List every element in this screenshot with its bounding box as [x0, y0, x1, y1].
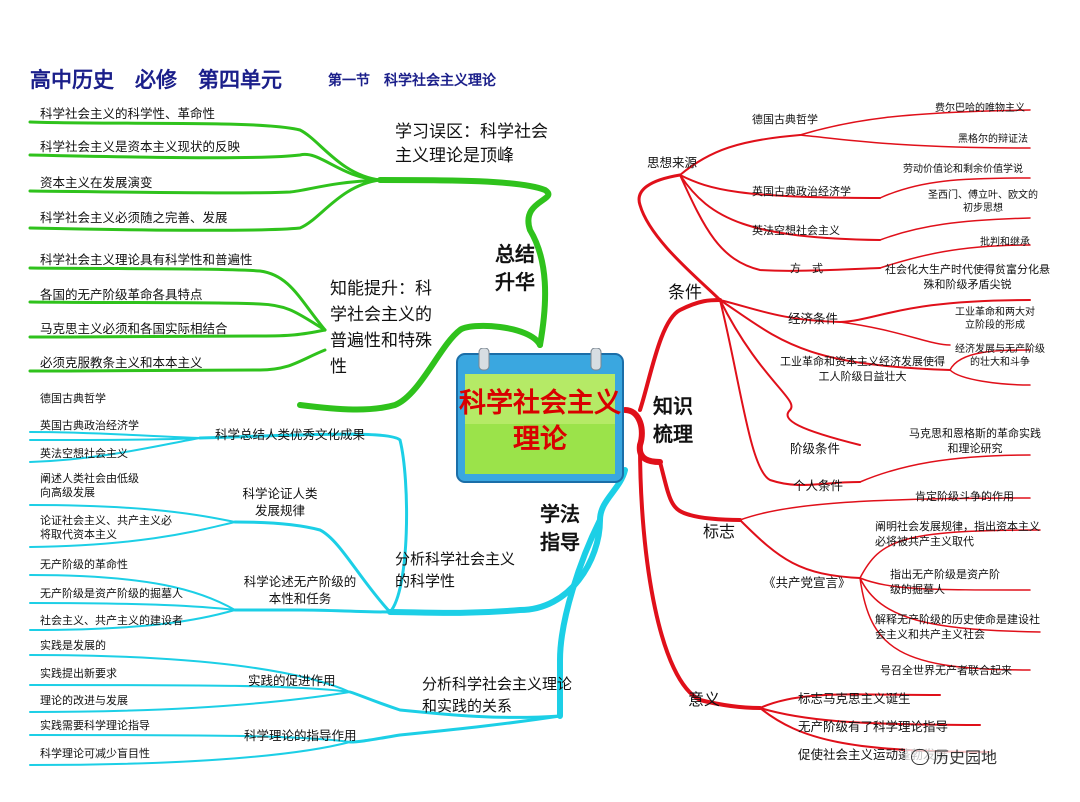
method-item: 实践是发展的	[40, 639, 106, 652]
method-b1-title: 实践的促进作用	[248, 673, 336, 688]
knowledge-leaf: 解释无产阶级的历史使命是建设社会主义和共产主义社会	[875, 613, 1040, 641]
method-a-title: 分析科学社会主义的科学性	[395, 550, 516, 590]
knowledge-leaf: 圣西门、傅立叶、欧文的初步思想	[928, 190, 1038, 214]
method-item: 论证社会主义、共产主义必将取代资本主义	[40, 514, 172, 541]
knowledge-mark: 标志	[703, 522, 736, 541]
method-a2-title: 科学论证人类发展规律	[242, 486, 318, 518]
summary-item: 科学社会主义的科学性、革命性	[40, 106, 216, 121]
method-item: 阐述人类社会由低级向高级发展	[40, 472, 139, 499]
calendar-icon	[456, 347, 624, 483]
method-b2-title: 科学理论的指导作用	[244, 728, 357, 743]
branch-knowledge: 知识梳理	[653, 394, 693, 446]
knowledge-leaf: 阐明社会发展规律，指出资本主义必将被共产主义取代	[875, 520, 1040, 548]
knowledge-leaf: 号召全世界无产者联合起来	[880, 664, 1012, 677]
wechat-icon	[911, 749, 929, 765]
knowledge-node: 英法空想社会主义	[752, 224, 840, 237]
summary-item: 科学社会主义必须随之完善、发展	[40, 210, 228, 225]
method-item: 英法空想社会主义	[40, 447, 128, 460]
method-item: 理论的改进与发展	[40, 694, 128, 707]
knowledge-leaf: 经济发展与无产阶级的壮大和斗争	[955, 344, 1045, 368]
knowledge-meaning: 意义	[688, 690, 721, 709]
knowledge-leaf: 工业革命和两大对立阶段的形成	[955, 307, 1035, 331]
summary-item: 马克思主义必须和各国实际相结合	[40, 321, 228, 336]
knowledge-node: 经济条件	[788, 311, 839, 326]
knowledge-leaf: 肯定阶级斗争的作用	[915, 490, 1014, 503]
method-item: 德国古典哲学	[40, 392, 106, 405]
summary-item: 科学社会主义理论具有科学性和普遍性	[40, 252, 253, 267]
central-topic: 科学社会主义理论	[455, 347, 625, 484]
knowledge-sources: 思想来源	[647, 155, 698, 170]
section-title: 第一节 科学社会主义理论	[328, 73, 496, 89]
knowledge-node: 德国古典哲学	[752, 113, 818, 126]
knowledge-node: 阶级条件	[790, 441, 841, 456]
knowledge-node: 方 式	[790, 262, 823, 275]
knowledge-leaf: 马克思和恩格斯的革命实践和理论研究	[909, 427, 1041, 455]
central-topic-title: 科学社会主义理论	[459, 388, 621, 455]
knowledge-manifesto: 《共产党宣言》	[763, 575, 851, 590]
watermark: 历史园地	[905, 744, 1004, 768]
method-item: 英国古典政治经济学	[40, 419, 139, 432]
method-item: 实践提出新要求	[40, 667, 117, 680]
knowledge-leaf: 无产阶级有了科学理论指导	[798, 719, 949, 734]
summary-item: 各国的无产阶级革命各具特点	[40, 287, 203, 302]
summary-item: 必须克服教条主义和本本主义	[40, 355, 203, 370]
page-title: 高中历史 必修 第四单元	[30, 68, 282, 92]
summary-group-1-title: 学习误区：科学社会主义理论是顶峰	[395, 122, 548, 166]
summary-group-2-title: 知能提升：科学社会主义的普遍性和特殊性	[330, 279, 432, 377]
knowledge-leaf: 黑格尔的辩证法	[958, 134, 1028, 145]
knowledge-conditions: 条件	[668, 283, 702, 303]
knowledge-leaf: 社会化大生产时代使得贫富分化悬殊和阶级矛盾尖锐	[885, 263, 1050, 291]
method-item: 实践需要科学理论指导	[40, 719, 150, 732]
knowledge-node: 个人条件	[793, 478, 844, 493]
method-item: 无产阶级的革命性	[40, 558, 128, 571]
knowledge-leaf: 标志马克思主义诞生	[798, 691, 911, 706]
branch-method: 学法指导	[540, 502, 580, 554]
method-a3-title: 科学论述无产阶级的本性和任务	[243, 574, 357, 606]
knowledge-node: 工业革命和资本主义经济发展使得工人阶级日益壮大	[780, 355, 945, 383]
method-b-title: 分析科学社会主义理论和实践的关系	[422, 675, 573, 715]
knowledge-leaf: 指出无产阶级是资产阶级的掘墓人	[890, 568, 1000, 596]
knowledge-leaf: 劳动价值论和剩余价值学说	[903, 164, 1023, 175]
knowledge-leaf: 批判和继承	[980, 237, 1030, 248]
method-item: 无产阶级是资产阶级的掘墓人	[40, 587, 183, 600]
knowledge-leaf: 费尔巴哈的唯物主义	[935, 103, 1025, 114]
method-item: 社会主义、共产主义的建设者	[40, 614, 183, 627]
method-a1-title: 科学总结人类优秀文化成果	[215, 427, 366, 442]
summary-item: 资本主义在发展演变	[40, 175, 153, 190]
summary-item: 科学社会主义是资本主义现状的反映	[40, 139, 241, 154]
method-item: 科学理论可减少盲目性	[40, 747, 150, 760]
branch-summary: 总结升华	[495, 242, 535, 294]
knowledge-node: 英国古典政治经济学	[752, 185, 851, 198]
